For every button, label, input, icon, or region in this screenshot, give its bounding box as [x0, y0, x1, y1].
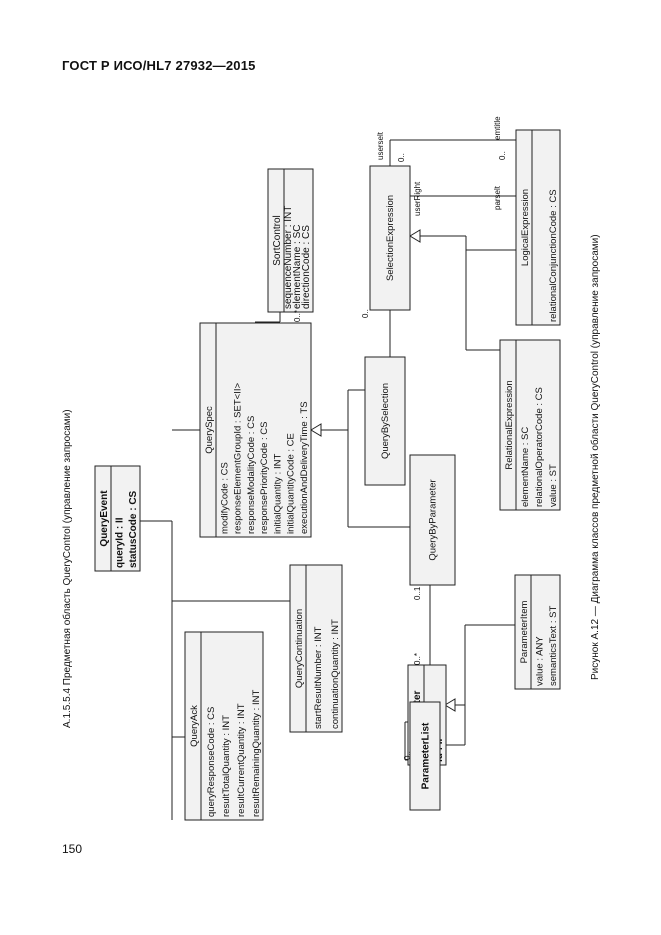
class-attribute: resultTotalQuantity : INT	[221, 715, 232, 817]
class-attribute: sequenceNumber : INT	[283, 206, 294, 309]
mult-selexpr-top: 0..	[397, 153, 406, 162]
class-attribute: responsePriorityCode : CS	[259, 422, 270, 534]
class-name: ParameterItem	[519, 601, 530, 664]
class-name: QueryAck	[189, 705, 200, 747]
role-parselt: parselt	[493, 185, 502, 210]
triangle-queryspec-icon	[310, 423, 322, 437]
triangle-parameter-icon	[444, 698, 456, 712]
class-name: QueryEvent	[99, 490, 110, 547]
class-box-frame	[267, 168, 314, 313]
class-box-frame	[499, 339, 561, 511]
class-attribute: relationalOperatorCode : CS	[534, 387, 545, 507]
association-labels: 0..* 0.. 0.. userselt userRight parselt …	[293, 116, 507, 760]
class-name: SelectionExpression	[385, 195, 396, 281]
class-attribute: modifyCode : CS	[219, 462, 230, 534]
role-userselt: userselt	[376, 131, 385, 160]
class-attribute: initialQuantity : INT	[272, 454, 283, 534]
class-box-frame	[514, 574, 561, 690]
mult-paramlist: 0..	[403, 751, 412, 760]
class-box-querybyselection: QueryBySelection	[364, 356, 406, 486]
mult-qbp: 0..1	[413, 586, 422, 600]
class-box-frame	[184, 631, 264, 821]
class-box-frame	[515, 129, 561, 326]
class-name: LogicalExpression	[520, 189, 531, 266]
class-box-frame	[409, 454, 456, 586]
class-name: QueryBySelection	[380, 383, 391, 459]
triangle-selectionexpression-icon	[409, 229, 421, 243]
mult-qbs-selexpr: 0..	[361, 309, 370, 318]
class-attribute: elementName : SC	[520, 427, 531, 507]
class-box-querycontinuation: QueryContinuation startResultNumber : INT…	[289, 564, 343, 733]
mult-logexpr-top: 0..	[498, 151, 507, 160]
class-box-selectionexpression: SelectionExpression	[369, 165, 411, 311]
role-emtitle: emtitle	[493, 116, 502, 140]
class-attribute: executionAndDeliveryTime : TS	[299, 401, 310, 534]
class-attribute: responseModalityCode : CS	[246, 416, 257, 534]
mult-sortcontrol: 0..*	[293, 310, 302, 322]
class-attribute: value : ST	[548, 464, 559, 507]
page-number: 150	[62, 842, 83, 856]
class-attribute: statusCode : CS	[128, 490, 139, 568]
class-box-frame	[364, 356, 406, 486]
page-header: ГОСТ Р ИСО/HL7 27932—2015	[62, 58, 256, 73]
class-box-queryack: QueryAck queryResponseCode : CS resultTota…	[184, 631, 264, 821]
class-name: SortControl	[272, 215, 283, 266]
role-userright: userRight	[413, 181, 422, 216]
class-attribute: continuationQuantity : INT	[330, 619, 341, 729]
class-box-querybyparameter: QueryByParameter	[409, 454, 456, 586]
class-attribute: relationalConjunctionCode : CS	[548, 189, 559, 322]
class-attribute: responseElementGroupId : SET<II>	[233, 383, 244, 534]
class-attribute: resultRemainingQuantity : INT	[251, 690, 262, 817]
class-name: QueryContinuation	[294, 609, 305, 688]
connectors	[112, 139, 516, 820]
class-box-frame	[369, 165, 411, 311]
class-attribute: semanticsText : ST	[548, 606, 559, 686]
class-name: QueryByParameter	[428, 479, 439, 560]
class-box-frame	[289, 564, 343, 733]
class-attribute: resultCurrentQuantity : INT	[236, 703, 247, 817]
class-box-logicalexpression: LogicalExpression relationalConjunctionCo…	[515, 129, 561, 326]
class-name: ParameterList	[420, 722, 431, 789]
class-box-parameterlist: ParameterList	[409, 701, 441, 811]
class-name: QuerySpec	[204, 406, 215, 454]
class-box-frame	[199, 322, 312, 538]
class-attribute: queryId : II	[115, 517, 126, 568]
class-attribute: elementName : SC	[292, 225, 303, 309]
class-attribute: queryResponseCode : CS	[206, 707, 217, 817]
class-attribute: initialQuantityCode : CE	[286, 433, 297, 534]
mult-parameter: 0..*	[413, 653, 422, 665]
class-box-frame	[409, 701, 441, 811]
class-box-frame	[94, 465, 141, 572]
class-attribute: directionCode : CS	[301, 225, 312, 309]
class-attribute: value : ANY	[535, 636, 546, 686]
class-name: RelationalExpression	[504, 380, 515, 469]
class-attribute: startResultNumber : INT	[313, 626, 324, 729]
